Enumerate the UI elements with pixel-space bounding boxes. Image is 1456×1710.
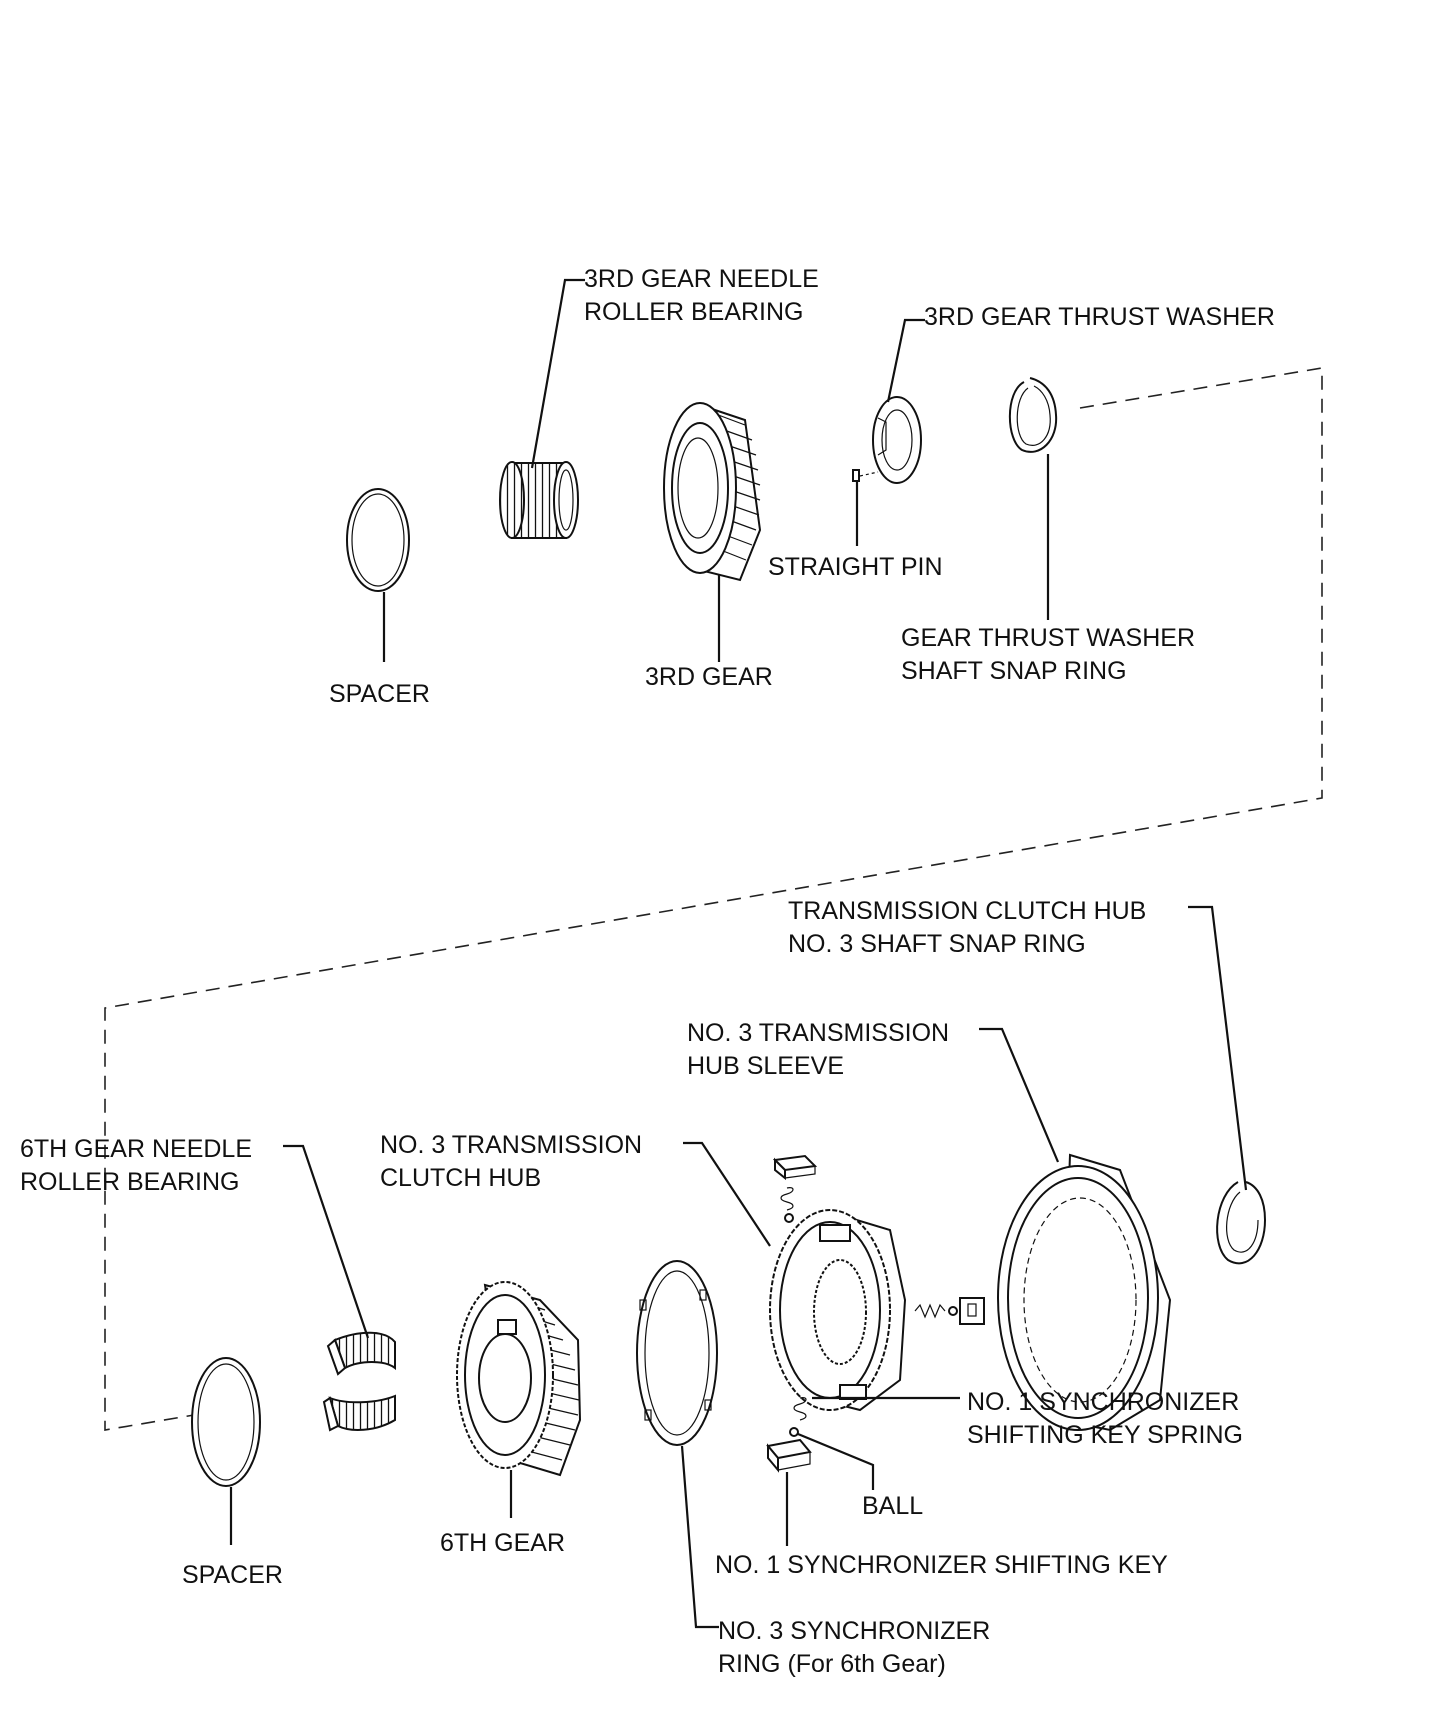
label-line-2: RING (For 6th Gear) — [718, 1650, 946, 1678]
label-line-1: GEAR THRUST WASHER — [901, 624, 1196, 652]
key-spring-upper-part — [780, 1187, 794, 1211]
no3-transmission-hub-sleeve-part — [997, 1153, 1172, 1432]
label-third-gear-needle-roller-bearing: 3RD GEAR NEEDLE ROLLER BEARING — [584, 263, 819, 329]
label-no3-synchronizer-ring: NO. 3 SYNCHRONIZER RING (For 6th Gear) — [718, 1615, 990, 1681]
label-line-1: NO. 3 TRANSMISSION — [687, 1019, 950, 1047]
sixth-gear-needle-roller-bearing-part — [322, 1331, 396, 1432]
spacer-lower-part — [191, 1357, 261, 1487]
label-sixth-gear-needle-roller-bearing: 6TH GEAR NEEDLE ROLLER BEARING — [20, 1133, 252, 1199]
label-line-2: ROLLER BEARING — [584, 298, 804, 326]
clutch-hub-shaft-snap-ring-part — [1216, 1181, 1267, 1265]
spacer-upper-part — [346, 488, 410, 592]
label-line-2: CLUTCH HUB — [380, 1164, 542, 1192]
leader-line-third-gear-thrust-washer — [886, 318, 925, 403]
label-no3-transmission-clutch-hub: NO. 3 TRANSMISSION CLUTCH HUB — [380, 1129, 642, 1195]
shifting-key-side-part — [959, 1297, 985, 1325]
label-line-1: 3RD GEAR THRUST WASHER — [924, 303, 1275, 331]
label-line-2: NO. 3 SHAFT SNAP RING — [788, 930, 1086, 958]
label-straight-pin: STRAIGHT PIN — [768, 551, 943, 584]
label-line-1: STRAIGHT PIN — [768, 553, 943, 581]
no3-synchronizer-ring-part — [636, 1260, 718, 1446]
sixth-gear-part — [456, 1281, 582, 1477]
label-no1-synchronizer-shifting-key-spring: NO. 1 SYNCHRONIZER SHIFTING KEY SPRING — [967, 1386, 1243, 1452]
shifting-key-lower-part — [766, 1438, 812, 1473]
label-line-1: NO. 3 TRANSMISSION — [380, 1131, 643, 1159]
ball-lower-part — [789, 1427, 799, 1437]
label-line-1: NO. 3 SYNCHRONIZER — [718, 1617, 991, 1645]
label-line-2: HUB SLEEVE — [687, 1052, 845, 1080]
gear-thrust-washer-shaft-snap-ring-part — [1008, 377, 1058, 453]
label-third-gear-thrust-washer: 3RD GEAR THRUST WASHER — [924, 301, 1275, 334]
leader-line-ball — [797, 1432, 875, 1490]
label-line-1: 6TH GEAR — [440, 1529, 566, 1557]
label-transmission-clutch-hub-no3-shaft-snap-ring: TRANSMISSION CLUTCH HUB NO. 3 SHAFT SNAP… — [788, 895, 1146, 961]
leader-line-synchronizer-ring — [680, 1445, 719, 1629]
key-spring-lower-part — [793, 1397, 807, 1421]
label-spacer-lower: SPACER — [182, 1559, 283, 1592]
leader-line-third-gear-bearing — [530, 278, 585, 469]
key-spring-side-part — [914, 1303, 946, 1319]
assembly-axis-dashed-line — [104, 367, 1323, 1431]
no3-transmission-clutch-hub-part — [769, 1209, 907, 1412]
straight-pin-part — [852, 469, 879, 482]
ball-upper-part — [784, 1213, 794, 1223]
label-no3-transmission-hub-sleeve: NO. 3 TRANSMISSION HUB SLEEVE — [687, 1017, 949, 1083]
shifting-key-upper-part — [772, 1154, 818, 1181]
label-no1-synchronizer-shifting-key: NO. 1 SYNCHRONIZER SHIFTING KEY — [715, 1549, 1168, 1582]
label-line-1: SPACER — [182, 1561, 283, 1589]
leader-line-sixth-gear-bearing — [283, 1144, 370, 1339]
label-line-1: NO. 1 SYNCHRONIZER — [967, 1388, 1240, 1416]
label-line-1: 3RD GEAR — [645, 663, 773, 691]
label-line-1: BALL — [862, 1492, 924, 1520]
label-sixth-gear: 6TH GEAR — [440, 1527, 565, 1560]
label-third-gear: 3RD GEAR — [645, 661, 773, 694]
leader-line-clutch-hub — [683, 1141, 771, 1247]
third-gear-needle-roller-bearing-part — [499, 461, 579, 539]
label-spacer-upper: SPACER — [329, 678, 430, 711]
label-gear-thrust-washer-shaft-snap-ring: GEAR THRUST WASHER SHAFT SNAP RING — [901, 622, 1195, 688]
label-line-1: 6TH GEAR NEEDLE — [20, 1135, 253, 1163]
label-line-1: NO. 1 SYNCHRONIZER SHIFTING KEY — [715, 1551, 1168, 1579]
label-line-2: ROLLER BEARING — [20, 1168, 240, 1196]
label-ball: BALL — [862, 1490, 923, 1523]
third-gear-thrust-washer-part — [872, 396, 922, 484]
ball-side-part — [948, 1306, 958, 1316]
leader-line-hub-sleeve — [979, 1027, 1060, 1163]
label-line-1: SPACER — [329, 680, 430, 708]
label-line-1: 3RD GEAR NEEDLE — [584, 265, 819, 293]
label-line-2: SHIFTING KEY SPRING — [967, 1421, 1243, 1449]
label-line-1: TRANSMISSION CLUTCH HUB — [788, 897, 1147, 925]
third-gear-part — [663, 402, 762, 582]
label-line-2: SHAFT SNAP RING — [901, 657, 1127, 685]
leader-line-clutch-hub-snap-ring — [1188, 905, 1248, 1191]
